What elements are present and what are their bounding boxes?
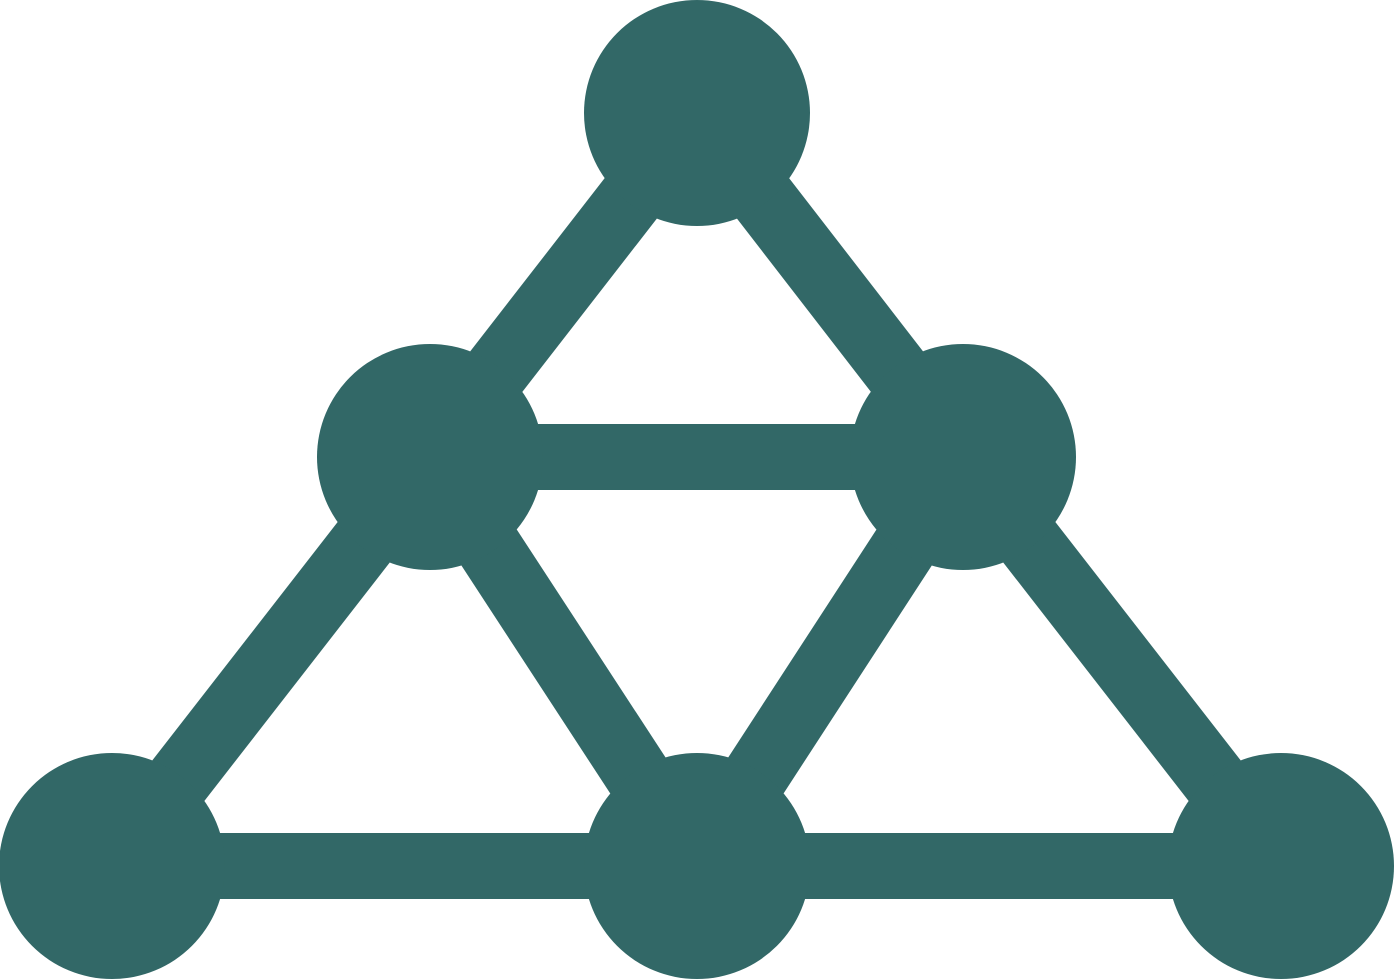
node-bottom-right [1168,753,1394,979]
node-mid-left [317,344,543,570]
node-top [584,0,810,226]
node-bottom-left [0,753,225,979]
node-mid-right [850,344,1076,570]
node-bottom-mid [584,753,810,979]
